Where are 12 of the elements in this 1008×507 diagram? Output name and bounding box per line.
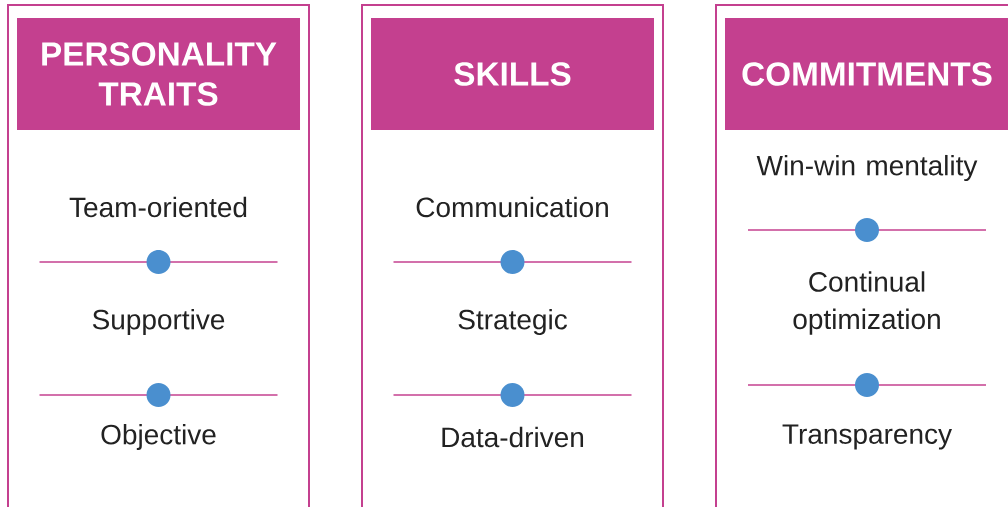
item-text: Supportive: [92, 308, 225, 336]
item-text: Strategic: [458, 308, 567, 336]
item-text: Continual optimization: [793, 271, 940, 335]
item-text: Transparency: [782, 424, 952, 450]
item-text: Team-oriented: [69, 196, 247, 218]
item-text: Objective: [101, 423, 216, 451]
header-box: SKILLS: [371, 18, 654, 130]
header-box: COMMITMENTS: [725, 18, 1008, 130]
item-text: Win-win mentality: [756, 154, 978, 182]
item-text: Data-driven: [442, 426, 584, 448]
item-text: Communication: [416, 196, 608, 218]
header-box: PERSONALITY TRAITS: [17, 18, 300, 130]
